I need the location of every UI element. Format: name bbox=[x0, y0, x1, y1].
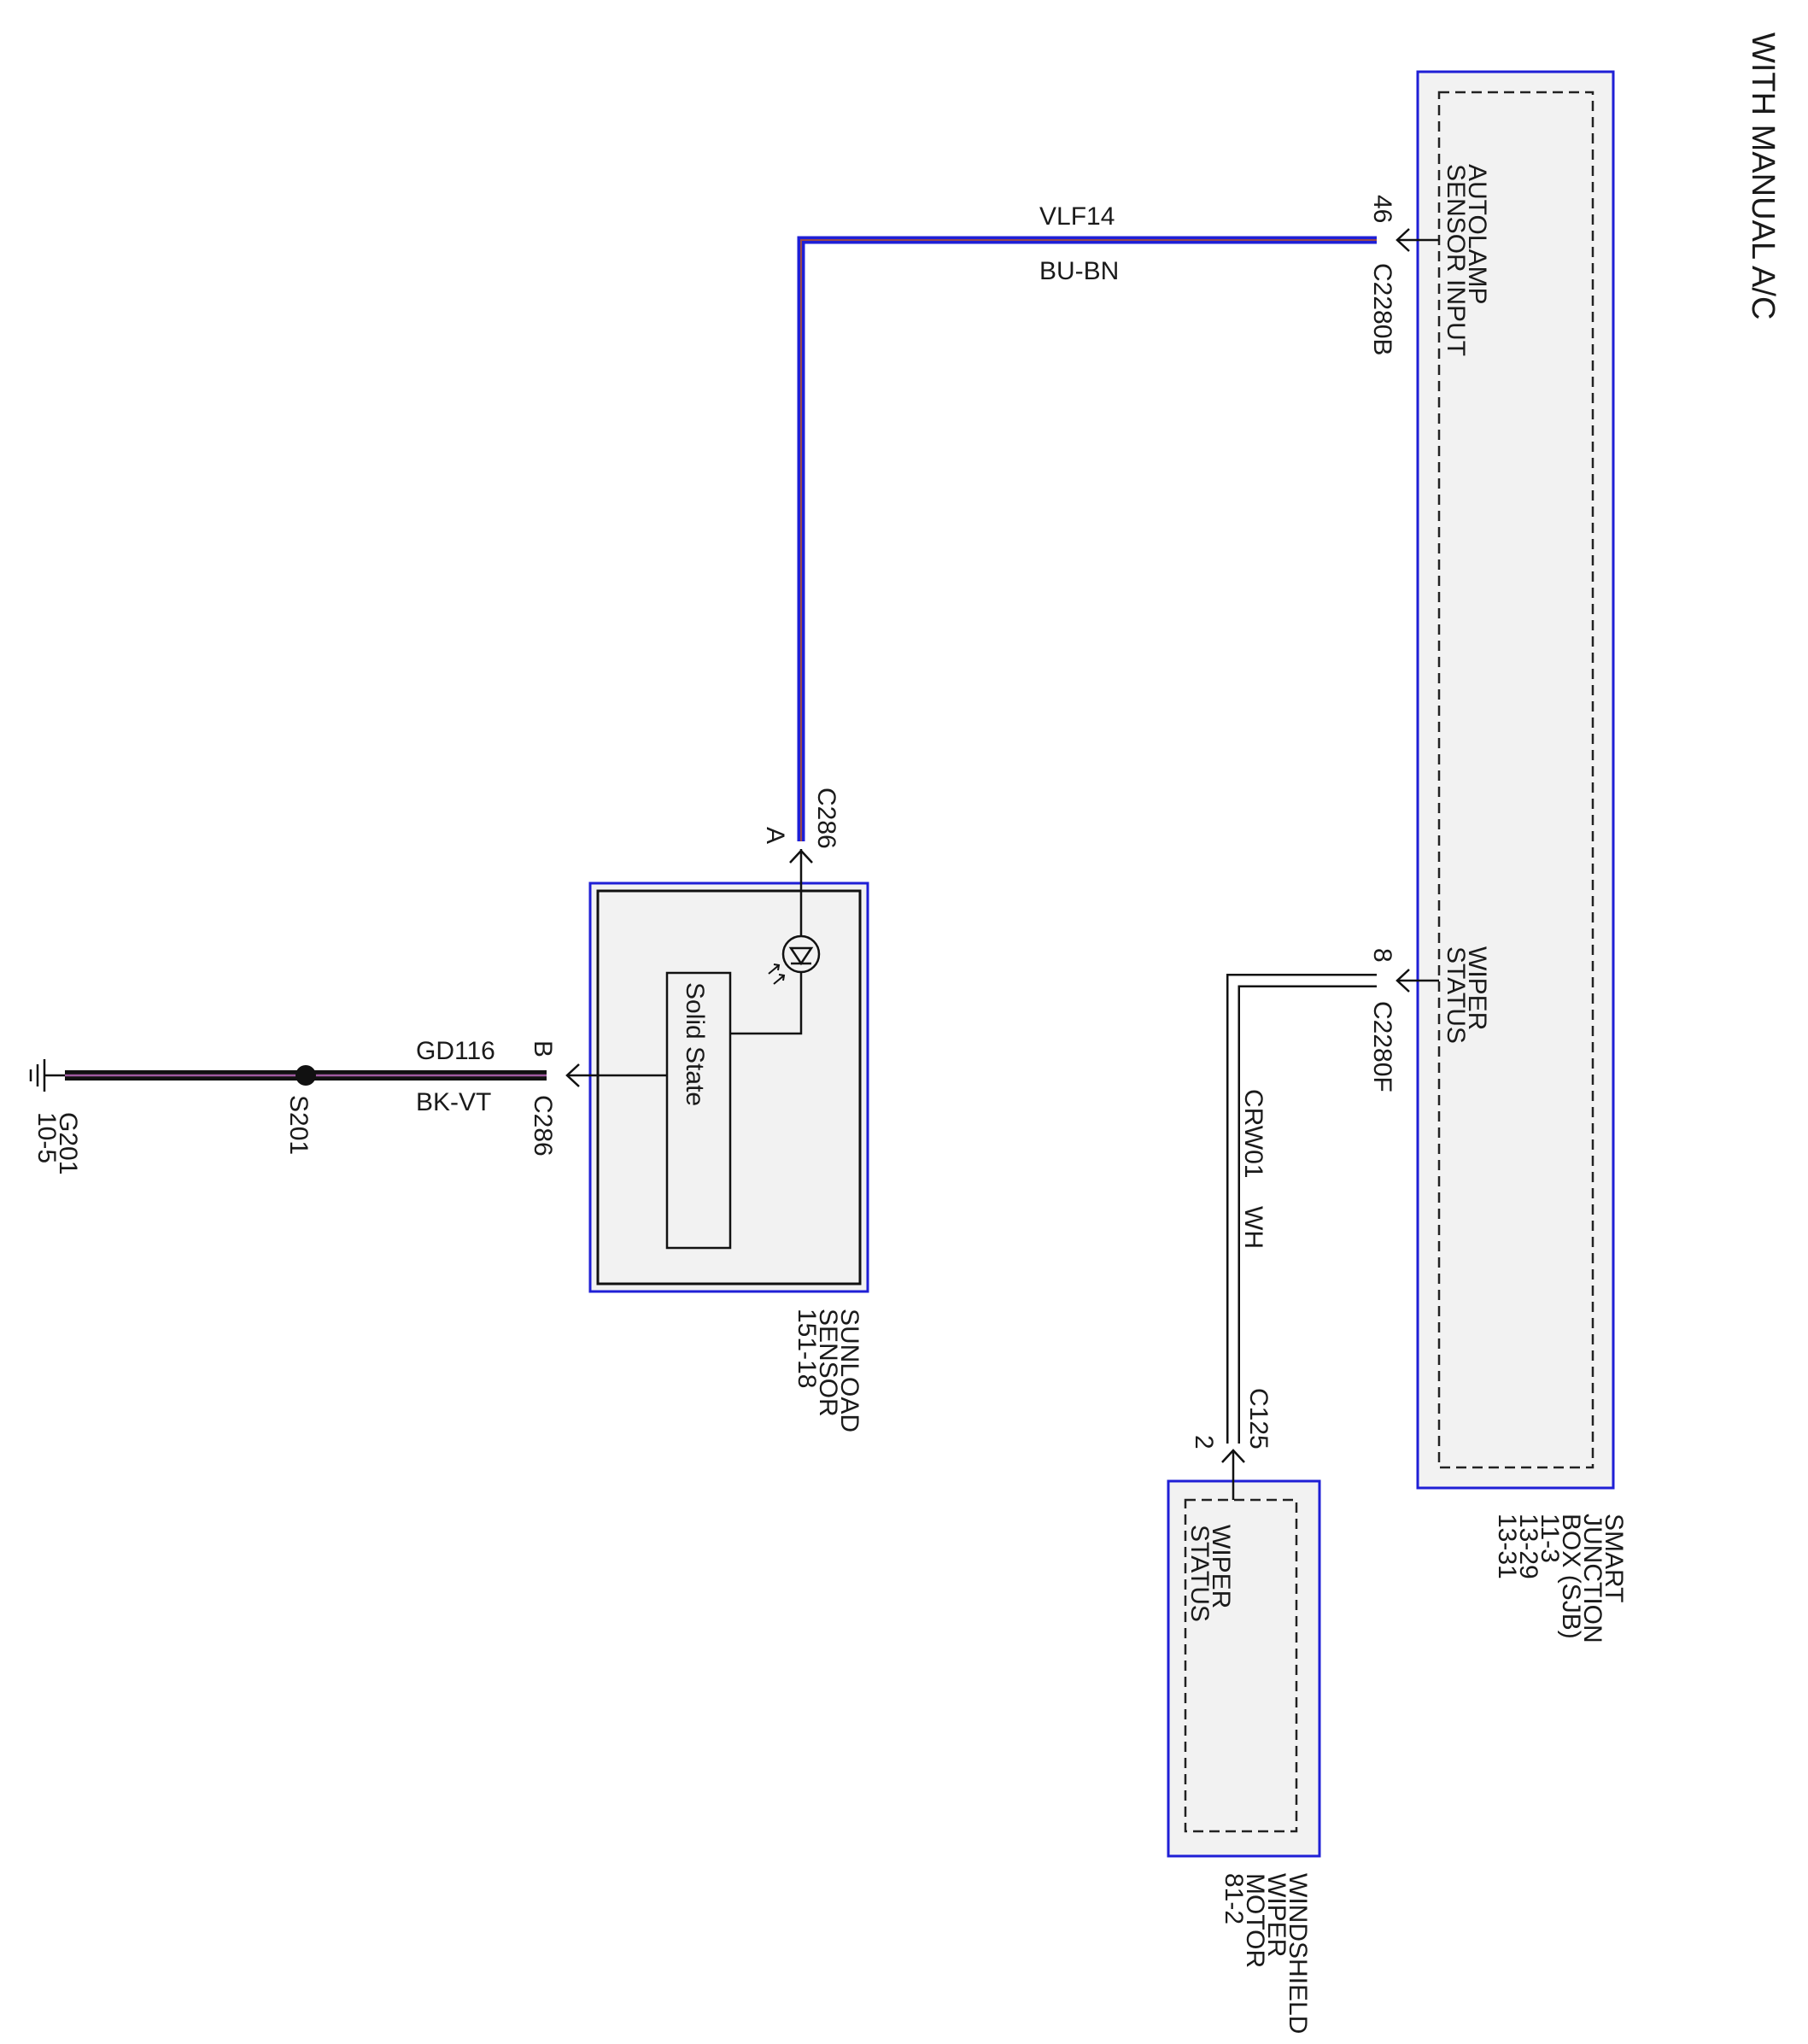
diagram-label: STATUS bbox=[1185, 1525, 1214, 1622]
sjb-wiper-pin-group: 8 bbox=[1368, 948, 1396, 963]
wire-vlf14-color: BU-BN bbox=[1039, 257, 1119, 285]
diagram-label: SENSOR INPUT bbox=[1442, 164, 1470, 356]
diagram-label: JUNCTION bbox=[1578, 1514, 1606, 1643]
wiper-motor-connector-group: C125 bbox=[1244, 1388, 1273, 1450]
diagram-label: 10-5 bbox=[32, 1112, 61, 1163]
wire-vlf14-circuit: VLF14 bbox=[1039, 202, 1115, 231]
wire-crw01-color: WH bbox=[1239, 1206, 1267, 1249]
sjb-autolamp-pin-group: 46 bbox=[1368, 195, 1396, 223]
solid-state-label-group: Solid State bbox=[681, 982, 709, 1106]
page-title-group: WITH MANUAL A/C bbox=[1745, 32, 1781, 319]
sunload-pin-b-connector-symbol bbox=[565, 1063, 580, 1087]
diagram-label: 81-2 bbox=[1220, 1873, 1248, 1924]
sjb-autolamp-connector-symbol bbox=[1395, 228, 1410, 252]
diagram-label: WIPER bbox=[1207, 1525, 1235, 1608]
diagram-label: MOTOR bbox=[1241, 1873, 1269, 1968]
diagram-label: 151-18 bbox=[793, 1309, 821, 1388]
ground-label: G201 10-5 bbox=[32, 1112, 82, 1174]
diagram-label: G201 bbox=[54, 1112, 82, 1174]
diagram-label: WIPER bbox=[1262, 1873, 1290, 1957]
diagram-label: 13-31 bbox=[1493, 1514, 1521, 1579]
sunload-sensor-name: SUNLOAD SENSOR 151-18 bbox=[793, 1309, 863, 1432]
sjb-wiper-pin: 8 bbox=[1368, 948, 1396, 963]
wiper-motor-inner-boundary bbox=[1184, 1498, 1298, 1833]
splice-label: S201 bbox=[284, 1095, 313, 1155]
splice-dot bbox=[295, 1065, 316, 1086]
sjb-autolamp-connector: C2280B bbox=[1368, 263, 1396, 355]
solid-state-label: Solid State bbox=[681, 982, 709, 1106]
diagram-label: WINDSHIELD bbox=[1284, 1873, 1312, 2034]
diagram-label: BOX (SJB) bbox=[1557, 1514, 1585, 1639]
sjb-wiper-connector: C2280F bbox=[1368, 1001, 1396, 1092]
smart-junction-box: SMART JUNCTION BOX (SJB) 11-3 13-29 13-3… bbox=[1368, 70, 1628, 1643]
sunload-sensor-inner bbox=[596, 889, 862, 1286]
sunload-pin-a-group: A bbox=[761, 827, 789, 844]
sjb-autolamp-pin: 46 bbox=[1368, 195, 1396, 223]
wiper-motor-inner-label: WIPER STATUS bbox=[1185, 1525, 1235, 1622]
wire-crw01-color-group: WH bbox=[1239, 1206, 1267, 1249]
diagram-label: SUNLOAD bbox=[835, 1309, 863, 1432]
sunload-pin-a: A bbox=[761, 827, 789, 844]
sjb-autolamp-label: AUTOLAMP SENSOR INPUT bbox=[1442, 164, 1491, 356]
wire-gd116-circuit: GD116 bbox=[416, 1037, 495, 1065]
sunload-sensor: A C286 Solid State B C286 bbox=[529, 788, 869, 1432]
wiper-motor-connector: C125 bbox=[1244, 1388, 1273, 1450]
photodiode-to-solid-state bbox=[730, 972, 803, 1035]
sjb-wiper-connector-symbol bbox=[1395, 969, 1410, 993]
sjb-wiper-connector-group: C2280F bbox=[1368, 1001, 1396, 1092]
ground-g201: G201 10-5 bbox=[29, 1059, 82, 1174]
wiper-motor-pin: 2 bbox=[1190, 1435, 1218, 1450]
wiper-motor-name: WINDSHIELD WIPER MOTOR 81-2 bbox=[1220, 1873, 1312, 2034]
solid-state-block bbox=[665, 971, 732, 1250]
wiper-motor-pin-group: 2 bbox=[1190, 1435, 1218, 1450]
diagram-label: STATUS bbox=[1442, 946, 1470, 1044]
wire-crw01: CRW01 WH bbox=[1226, 974, 1377, 1444]
wiper-motor-connector-symbol bbox=[1221, 1449, 1245, 1463]
sjb-outline bbox=[1416, 70, 1615, 1490]
sunload-pin-a-connector-symbol bbox=[789, 849, 813, 864]
diagram-label: AUTOLAMP bbox=[1463, 164, 1491, 305]
page-title: WITH MANUAL A/C bbox=[1745, 32, 1781, 319]
splice-s201: S201 bbox=[284, 1065, 316, 1155]
diagram-label: SENSOR bbox=[814, 1309, 842, 1417]
wire-crw01-circuit: CRW01 bbox=[1239, 1089, 1267, 1178]
sjb-name: SMART JUNCTION BOX (SJB) 11-3 13-29 13-3… bbox=[1493, 1514, 1628, 1643]
windshield-wiper-motor: 2 C125 WIPER STATUS WINDSHIELD WIPER MOT… bbox=[1167, 1388, 1321, 2034]
sunload-pin-b-group: B bbox=[529, 1040, 557, 1057]
diagram-label: 11-3 bbox=[1536, 1514, 1564, 1563]
diagram-label: 13-29 bbox=[1514, 1514, 1542, 1579]
sjb-inner-boundary bbox=[1437, 91, 1594, 1469]
wire-gd116-color: BK-VT bbox=[416, 1088, 491, 1116]
sjb-wiper-label: WIPER STATUS bbox=[1442, 946, 1491, 1044]
diagram-label: SMART bbox=[1600, 1514, 1628, 1602]
sjb-autolamp-connector-group: C2280B bbox=[1368, 263, 1396, 355]
sunload-pin-b: B bbox=[529, 1040, 557, 1057]
sunload-pin-a-connector-group: C286 bbox=[812, 788, 840, 849]
wire-vlf14: VLF14 BU-BN bbox=[797, 202, 1377, 841]
sunload-pin-a-connector: C286 bbox=[812, 788, 840, 849]
sunload-pin-b-connector: C286 bbox=[529, 1095, 557, 1157]
diagram-label: WIPER bbox=[1463, 946, 1491, 1030]
wiper-motor-outline bbox=[1167, 1479, 1321, 1858]
sunload-pin-b-connector-group: C286 bbox=[529, 1095, 557, 1157]
wire-crw01-circuit-group: CRW01 bbox=[1239, 1089, 1267, 1178]
